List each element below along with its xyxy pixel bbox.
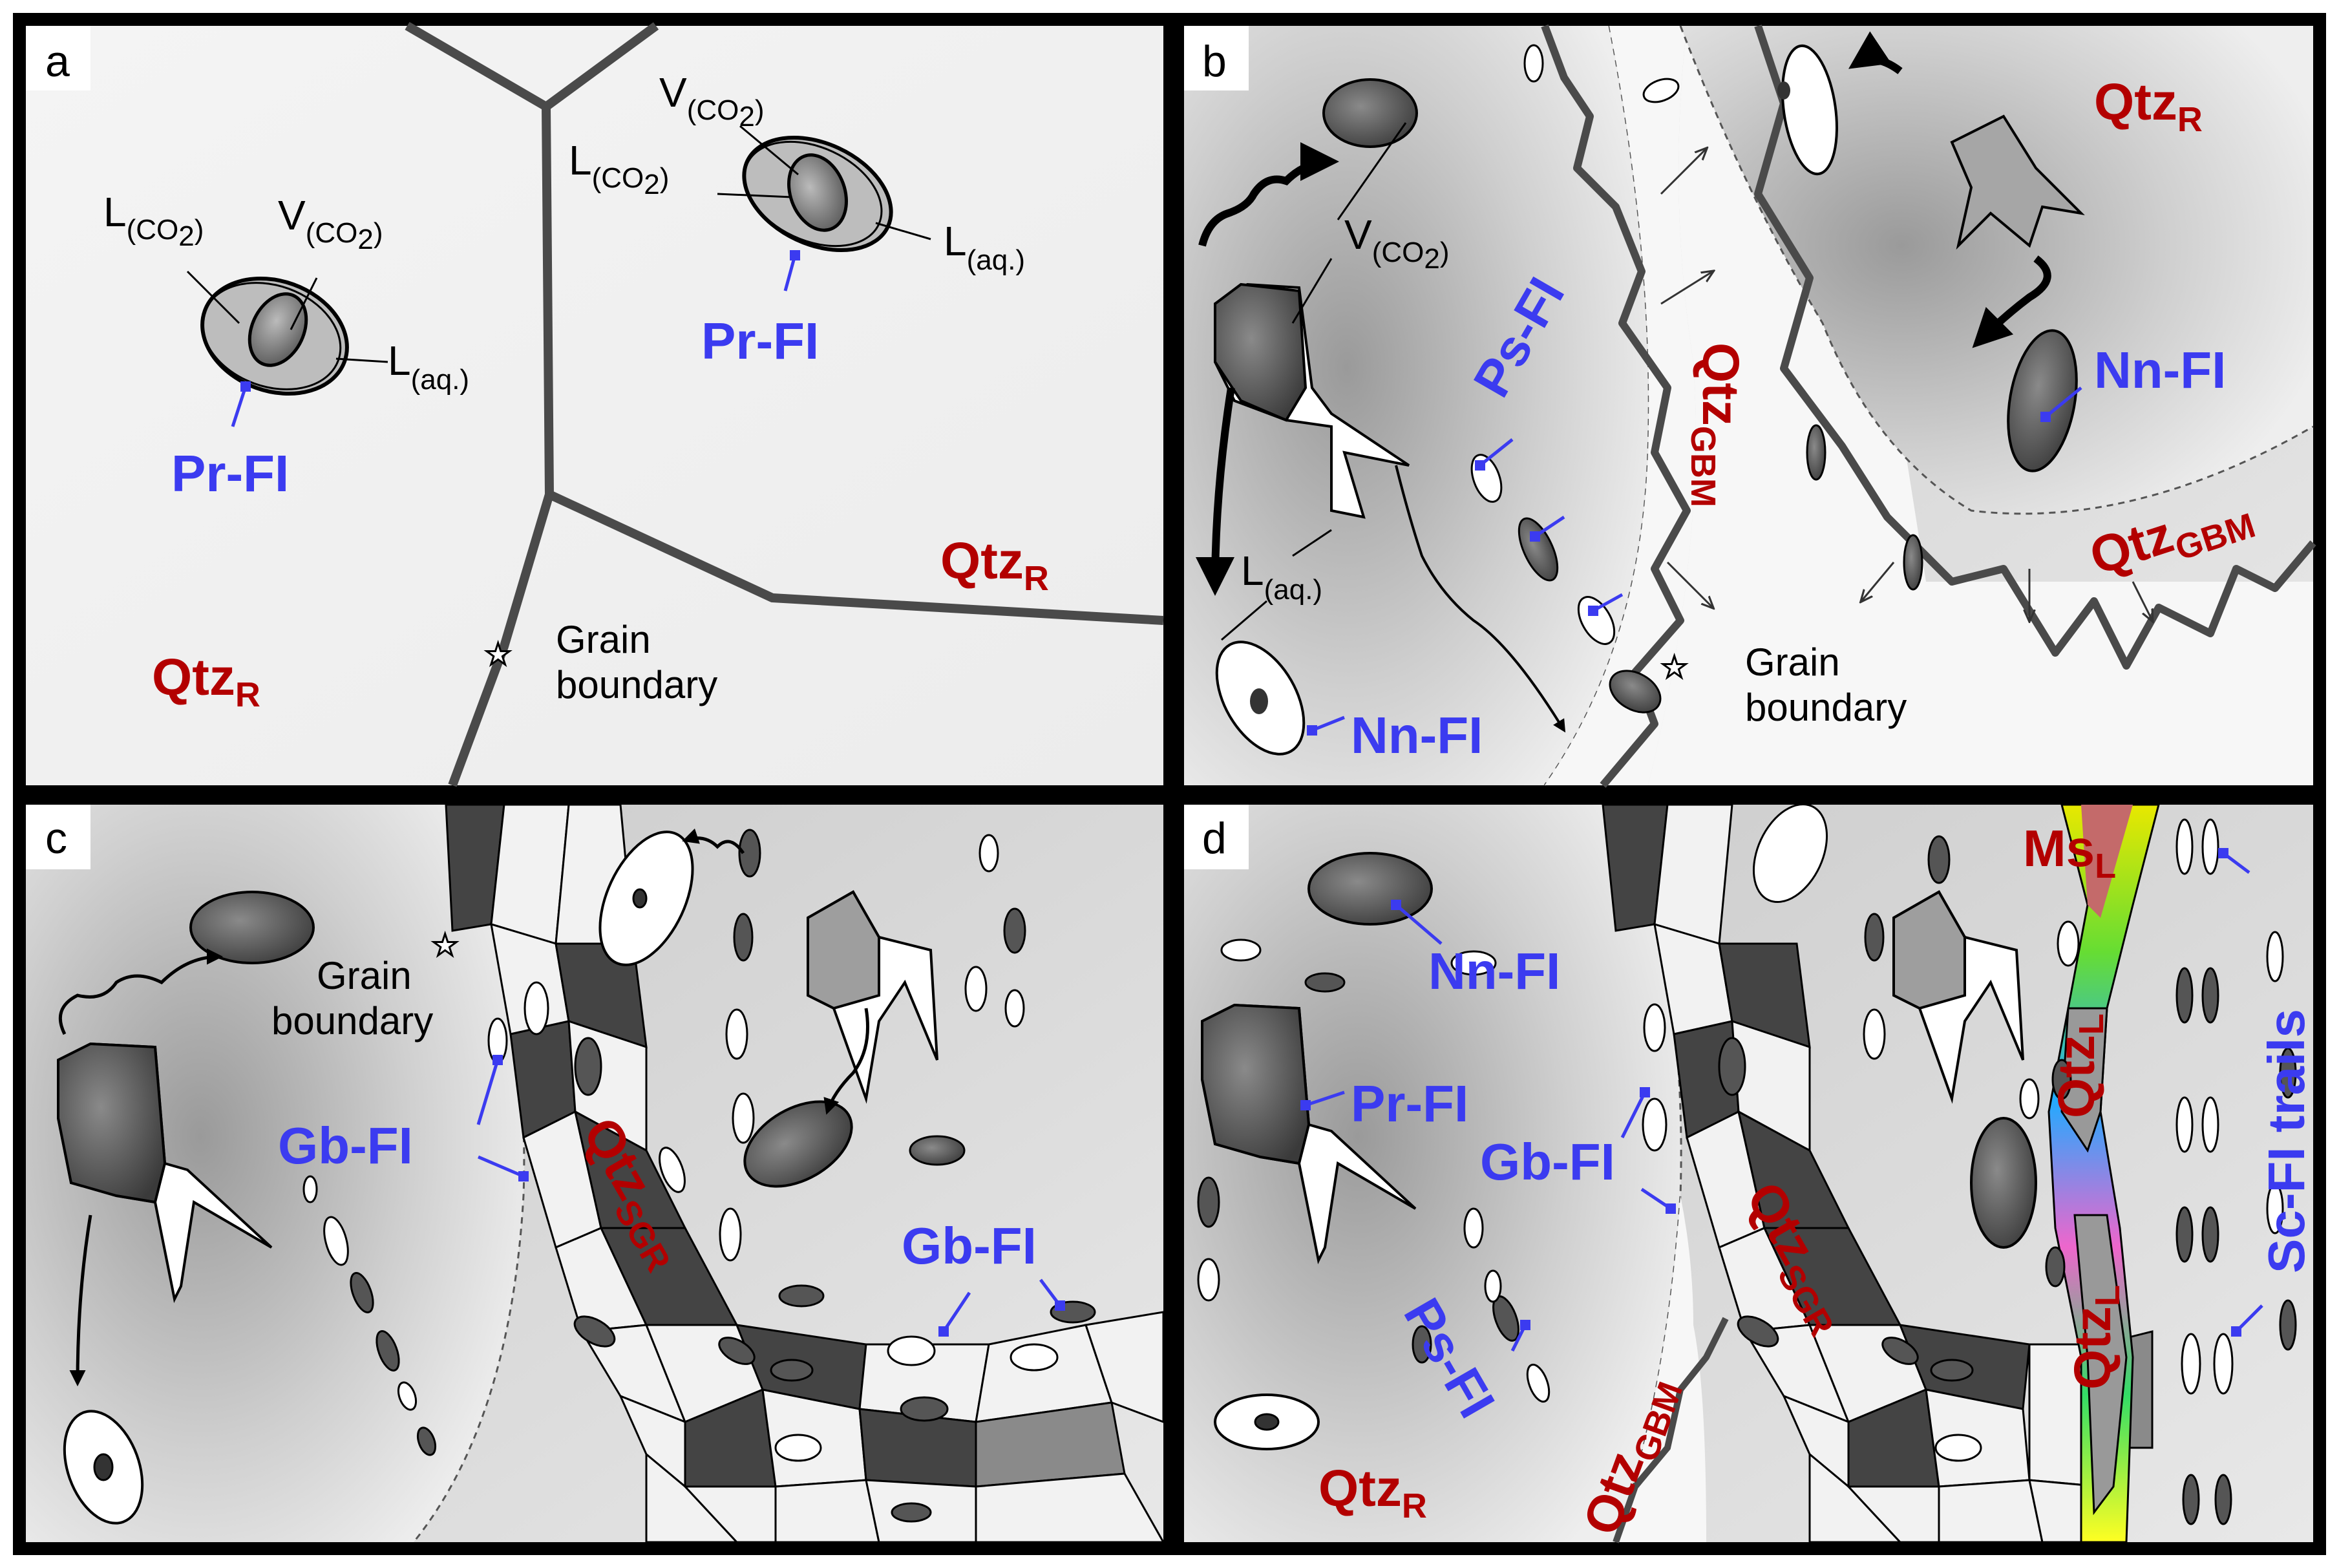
sc-fi-trails-label: Sc-FI trails [2258,1009,2315,1273]
qtz-r-left-label: QtzR [152,648,260,714]
nn-fi-b-right-label: Nn-FI [2094,341,2226,399]
grain-boundary-star-b: ★ [1661,650,1688,684]
pr-fi-right-label: Pr-FI [701,312,819,370]
l-co2-right-label: L(CO2) [569,137,669,200]
l-co2-left-label: L(CO2) [103,189,204,252]
qtz-l-top-label: QtzL [2048,1013,2111,1118]
panel-a-letter: a [45,37,70,86]
qtz-r-b-label: QtzR [2094,73,2203,139]
v-co2-left-label: V(CO2) [278,192,383,255]
migration-arrows-b [1660,149,2152,620]
qtz-l-bottom-label: QtzL [2064,1285,2127,1390]
gbm-boundary-right [1754,25,2316,670]
nn-fi-b-left-label: Nn-FI [1351,706,1483,764]
sgr-band-d [1602,803,2154,1543]
grain-boundary-label-c-1: Grain [317,954,412,997]
v-co2-right-label: V(CO2) [659,69,764,132]
qtz-r-right-label: QtzR [940,532,1049,598]
grain-boundary-label-b-1: Grain [1745,641,1840,684]
pr-fi-right-leaders [717,125,931,240]
pr-fi-d-label: Pr-FI [1351,1075,1468,1132]
nn-fi-d-label: Nn-FI [1428,942,1560,1000]
inclusions-d [1197,803,2297,1525]
panel-d-letter-box [1184,805,1249,869]
grain-boundaries-a [405,21,1164,787]
sgr-band-c [445,803,1165,1543]
qtz-gbm-b-vertical-label: QtzGBM [1684,343,1750,507]
grain-boundary-label-a-1: Grain [556,618,651,661]
l-aq-left-label: L(aq.) [388,337,469,396]
v-co2-b-label: V(CO2) [1344,211,1449,275]
pr-fi-left-leaders [186,270,388,363]
ms-l-label: MsL [2023,820,2116,885]
gb-fi-d-label: Gb-FI [1480,1133,1615,1191]
grain-boundary-label-a-2: boundary [556,663,717,706]
panel-d: d [1184,803,2315,1543]
panel-b: b [1184,24,2316,788]
gb-fi-c-right-label: Gb-FI [902,1217,1037,1275]
panel-a: a L(CO2) V(CO2) L(aq.) Pr-FI [26,21,1164,787]
mica-band [2048,803,2160,1543]
l-aq-b-label: L(aq.) [1241,547,1322,606]
panel-b-letter: b [1202,37,1227,86]
panel-c-letter: c [45,814,67,863]
panel-a-letter-box [26,26,90,90]
grain-boundary-label-c-2: boundary [271,999,433,1043]
grain-boundary-star-a: ★ [485,637,511,671]
grain-boundary-label-b-2: boundary [1745,686,1907,729]
gb-fi-c-left-label: Gb-FI [278,1117,413,1174]
panel-b-letter-box [1184,26,1249,90]
inclusions-c [57,829,1096,1525]
pr-fi-left-label: Pr-FI [171,445,289,502]
pr-fi-right-inclusion [742,135,893,253]
panel-d-letter: d [1202,814,1227,863]
pr-fi-left-inclusion [200,276,349,396]
panel-c-letter-box [26,805,90,869]
qtz-r-d-label: QtzR [1318,1459,1427,1525]
l-aq-right-label: L(aq.) [944,218,1025,276]
gbm-boundary-left [1541,24,1691,788]
grain-boundary-star-c: ★ [432,928,458,962]
panel-c: c [26,803,1165,1543]
